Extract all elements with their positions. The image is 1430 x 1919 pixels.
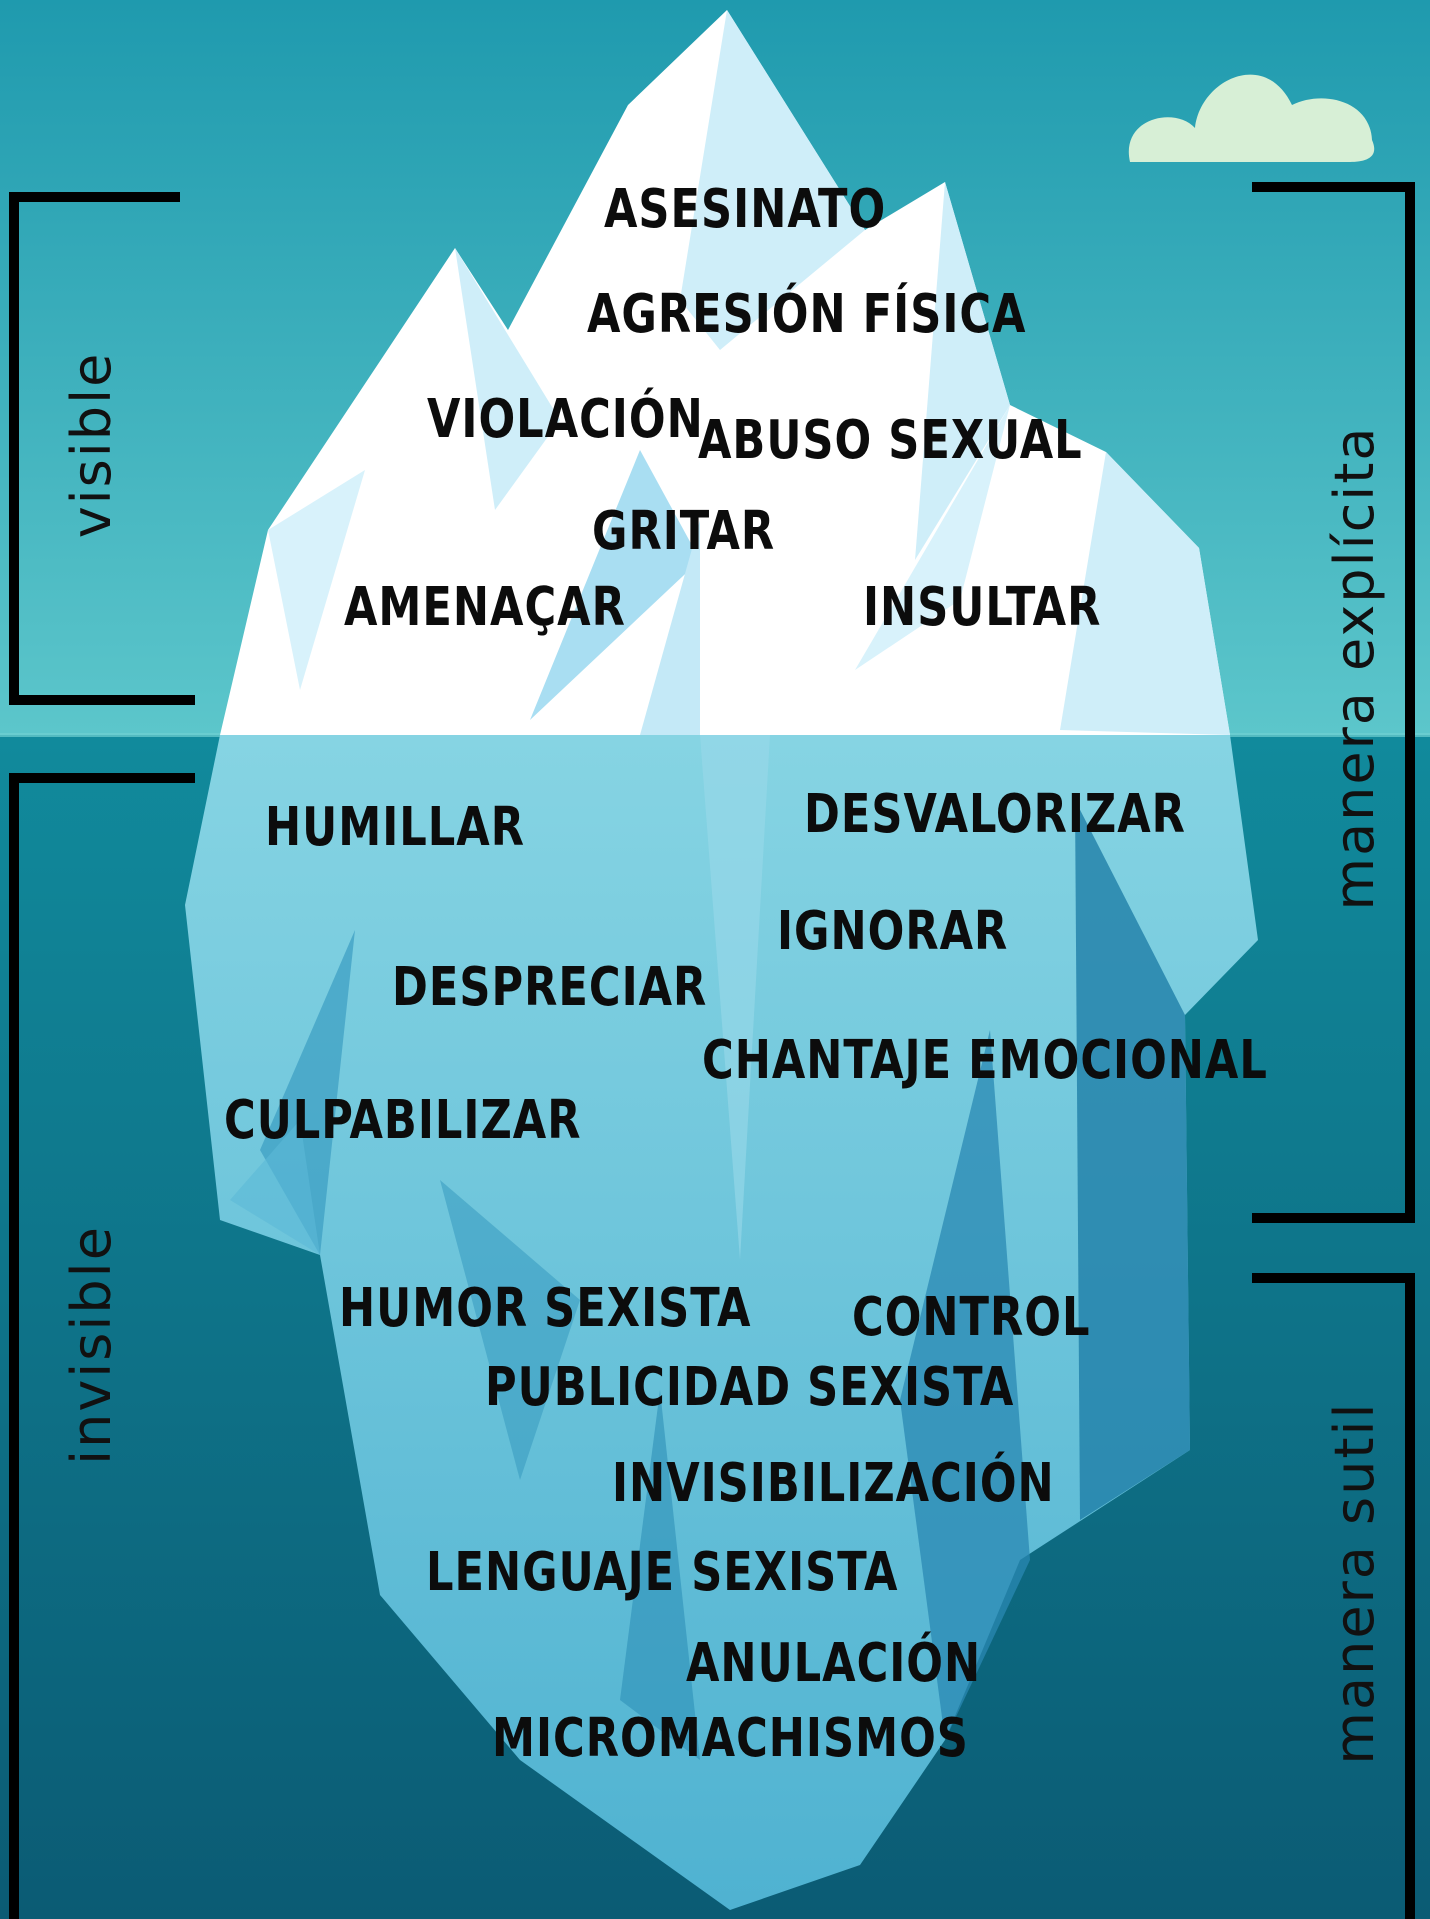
term-culpabilizar: CULPABILIZAR	[224, 1093, 581, 1147]
term-humor-sexista: HUMOR SEXISTA	[339, 1281, 751, 1335]
label-subtle: manera sutil	[1328, 1401, 1382, 1764]
label-explicit: manera explícita	[1328, 425, 1382, 910]
term-humillar: HUMILLAR	[265, 800, 525, 854]
term-agresion-fisica: AGRESIÓN FÍSICA	[587, 287, 1026, 341]
term-lenguaje-sexista: LENGUAJE SEXISTA	[426, 1545, 898, 1599]
term-desvalorizar: DESVALORIZAR	[804, 787, 1186, 841]
term-invisibilizacion: INVISIBILIZACIÓN	[612, 1456, 1055, 1510]
term-violacion: VIOLACIÓN	[427, 392, 704, 446]
term-gritar: GRITAR	[592, 504, 775, 558]
term-ignorar: IGNORAR	[777, 904, 1008, 958]
term-micromachismos: MICROMACHISMOS	[492, 1711, 969, 1765]
label-visible: visible	[65, 352, 119, 539]
term-control: CONTROL	[852, 1290, 1090, 1344]
term-despreciar: DESPRECIAR	[392, 960, 707, 1014]
term-chantaje-emocional: CHANTAJE EMOCIONAL	[702, 1033, 1268, 1087]
term-anulacion: ANULACIÓN	[686, 1636, 981, 1690]
term-amenazar: AMENAÇAR	[344, 580, 626, 634]
term-insultar: INSULTAR	[863, 580, 1101, 634]
label-invisible: invisible	[65, 1225, 119, 1465]
term-asesinato: ASESINATO	[604, 182, 886, 236]
term-abuso-sexual: ABUSO SEXUAL	[698, 413, 1083, 467]
term-publicidad-sexista: PUBLICIDAD SEXISTA	[485, 1360, 1014, 1414]
